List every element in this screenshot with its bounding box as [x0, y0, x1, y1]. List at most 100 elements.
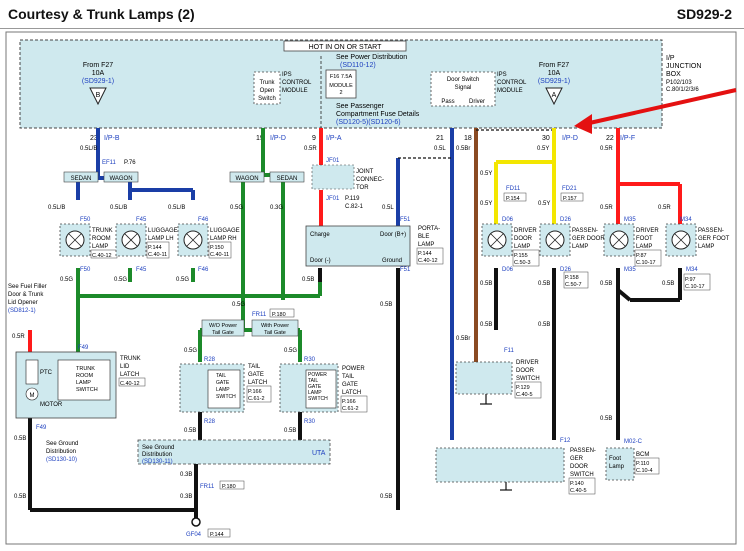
see-passenger-2: Compartment Fuse Details	[336, 111, 420, 118]
wire-05br-2: 0.5Br	[456, 336, 470, 342]
ptail-sw-5: SWITCH	[308, 396, 328, 402]
bcm-foot-1: Foot	[609, 456, 621, 462]
trunk-room-2: ROOM	[92, 236, 111, 242]
luggage-rh-p: P.150	[210, 245, 224, 251]
trunk-room-3: LAMP	[92, 244, 108, 250]
pin-30: 30	[542, 135, 550, 142]
wire-black-grounds	[28, 268, 682, 520]
fuse-f16-box	[325, 69, 357, 99]
conn-b-triangle	[89, 87, 107, 106]
module-2: 2	[339, 90, 342, 96]
conn-m34-b: M34	[686, 267, 698, 273]
joint-2: CONNEC-	[356, 177, 384, 183]
ips-left-1: IPS	[282, 72, 292, 78]
trunk-latch-c: C.40-12	[120, 381, 140, 387]
conn-f45-a: F45	[136, 217, 147, 223]
ipd-right-label: I/P-D	[562, 135, 578, 142]
annotation-arrow	[574, 88, 737, 134]
diagram-title: Courtesy & Trunk Lamps (2)	[8, 6, 195, 22]
joint-connector-box	[311, 164, 355, 190]
luggage-rh-c: C.40-11	[210, 252, 229, 258]
fuse-left-ref: (SD929-1)	[82, 78, 114, 85]
pas-door-1: PASSEN-	[572, 228, 598, 234]
pas-foot-3: LAMP	[698, 244, 714, 250]
with-power-1: With Power	[261, 323, 289, 329]
portable-lamp-box	[305, 225, 411, 267]
drv-foot-2: FOOT	[636, 236, 653, 242]
drv-sw-c: C.40-5	[516, 392, 533, 398]
conn-f11: F11	[504, 348, 515, 354]
luggage-lh-2: LAMP LH	[148, 236, 174, 242]
trunk-open-switch-box	[253, 71, 281, 105]
ptc-label: PTC	[40, 370, 53, 376]
ground-gf04-symbol	[191, 517, 201, 527]
fuse-right-amp: 10A	[548, 70, 561, 77]
conn-m35-a: M35	[624, 217, 636, 223]
drv-foot-p: P.87	[636, 253, 647, 259]
conn-c82: C.82-1	[345, 204, 364, 210]
trs-3: LAMP	[76, 380, 91, 386]
ips-right-1: IPS	[497, 72, 507, 78]
see-passenger: See Passenger	[336, 103, 385, 110]
wire-05r-5: 0.5R	[12, 334, 25, 340]
conn-f50-b: F50	[80, 267, 91, 273]
wire-05b-10: 0.5B	[538, 322, 550, 328]
ptail-latch-3: GATE	[342, 382, 358, 388]
diagram-code: SD929-2	[676, 6, 732, 22]
fuel-filler-ref: (SD812-1)	[8, 308, 36, 314]
pin-9: 9	[312, 135, 316, 142]
hot-label: HOT IN ON OR START	[309, 44, 382, 51]
ip-junction-4: P102/103	[666, 80, 692, 86]
drv-sw-3: SWITCH	[516, 376, 540, 382]
pas-foot-c: C.10-17	[685, 284, 705, 290]
ipa-label: I/P-A	[326, 135, 342, 142]
conn-a-triangle	[545, 87, 563, 106]
wire-05b-13: 0.5B	[600, 416, 612, 422]
trunk-open-1: Trunk	[259, 80, 275, 86]
wire-05y-4: 0.5Y	[538, 201, 550, 207]
pass-label: Pass	[441, 99, 454, 105]
conn-fd11-a: FD11	[506, 186, 521, 192]
conn-p180-a: P.180	[272, 312, 286, 318]
ptail-sw-2: TAIL	[308, 378, 318, 384]
see-ground-b-ref: (SD130-10)	[46, 457, 77, 463]
wire-05b-3: 0.5B	[284, 428, 296, 434]
with-power-box	[251, 319, 299, 337]
conn-r28-a: R28	[204, 357, 216, 363]
conn-d06-b: D06	[502, 267, 514, 273]
wire-05g-b: 0.5G	[114, 277, 127, 283]
pas-sw-4: SWITCH	[570, 472, 594, 478]
ptail-sw-4: LAMP	[308, 390, 322, 396]
trunk-latch-3: LATCH	[120, 372, 139, 378]
wire-05l-1: 0.5L	[434, 146, 446, 152]
drv-door-c: C.50-3	[514, 260, 531, 266]
trunk-latch-2: LID	[120, 364, 130, 370]
conn-p154-a: P.154	[506, 196, 520, 202]
motor-m: M	[30, 393, 35, 399]
conn-jf01-a: JF01	[326, 158, 340, 164]
see-ground-b-1: See Ground	[46, 441, 78, 447]
wire-05r-3: 0.5R	[600, 205, 613, 211]
portable-charge: Charge	[310, 232, 330, 238]
with-power-2: Tail Gate	[264, 330, 286, 336]
wire-05b-1: 0.5B	[14, 494, 26, 500]
conn-r28-b: R28	[204, 419, 216, 425]
joint-3: TOR	[356, 185, 369, 191]
sedan-label-1: SEDAN	[71, 176, 92, 182]
tail-latch-c: C.61-2	[248, 396, 265, 402]
outer-frame	[5, 31, 737, 545]
conn-p119: P.119	[345, 196, 360, 202]
see-power-ref: (SD110-12)	[340, 62, 376, 69]
wire-05b-11: 0.5B	[600, 281, 612, 287]
conn-p180-b: P.180	[222, 484, 236, 490]
conn-m34-a: M34	[680, 217, 692, 223]
pas-door-c: C.50-7	[565, 282, 582, 288]
fuse-left-from: From F27	[83, 62, 113, 69]
wire-05y-3: 0.5Y	[480, 201, 492, 207]
wire-red-ipa	[28, 128, 323, 352]
fuel-filler-2: Door & Trunk	[8, 292, 44, 298]
bcm-label: BCM	[636, 452, 649, 458]
drv-door-3: LAMP	[514, 244, 530, 250]
sedan-label-2: SEDAN	[277, 176, 298, 182]
wire-05b-12: 0.5B	[662, 281, 674, 287]
